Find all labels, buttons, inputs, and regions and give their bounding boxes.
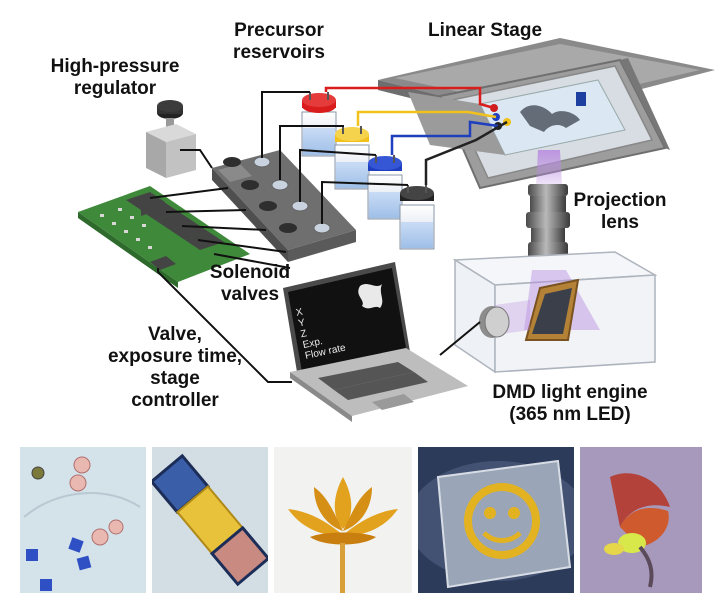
label-dmd-line2: (365 nm LED) <box>509 404 631 425</box>
label-controller: Valve, exposure time, stage controller <box>90 324 260 412</box>
wiring <box>149 91 481 383</box>
label-lens-line1: Projection <box>573 190 667 211</box>
dmd-light-engine <box>452 251 658 374</box>
label-valves-line1: Solenoid <box>209 262 291 283</box>
linear-stage <box>378 38 715 190</box>
label-controller-line3: stage <box>150 368 200 389</box>
laptop-computer <box>283 262 468 422</box>
photo-parrot-hologram <box>580 447 702 593</box>
label-regulator: High-pressure regulator <box>30 56 200 100</box>
label-solenoid-valves: Solenoid valves <box>190 262 310 306</box>
photo-stacked-cubes <box>152 447 268 593</box>
label-regulator-line2: regulator <box>73 78 157 99</box>
label-linear-stage: Linear Stage <box>427 20 543 41</box>
uv-beam-top <box>536 150 562 186</box>
reservoir-yellow <box>334 126 370 190</box>
label-projection-lens: Projection lens <box>560 190 680 234</box>
solenoid-valves <box>212 150 356 262</box>
label-regulator-line1: High-pressure <box>50 56 180 77</box>
high-pressure-regulator <box>146 100 196 178</box>
photo-micro-particles <box>20 447 146 593</box>
reservoir-blue <box>367 155 403 220</box>
apparatus-illustration <box>78 38 715 422</box>
label-reservoirs: Precursor reservoirs <box>214 20 344 64</box>
label-controller-line2: exposure time, <box>107 346 243 367</box>
label-reservoirs-line1: Precursor <box>234 20 324 41</box>
label-dmd: DMD light engine (365 nm LED) <box>470 382 670 426</box>
label-reservoirs-line2: reservoirs <box>233 42 325 63</box>
label-valves-line2: valves <box>220 284 280 305</box>
label-dmd-line1: DMD light engine <box>492 382 648 403</box>
photo-tiger-face-print <box>418 447 574 593</box>
reservoir-black <box>399 185 435 250</box>
label-controller-line4: controller <box>131 390 219 411</box>
stage-outlet-icon <box>576 92 586 106</box>
label-controller-line1: Valve, <box>148 324 202 345</box>
label-lens-line2: lens <box>600 212 640 233</box>
bird-silhouette-icon <box>358 284 383 309</box>
photo-lotus-flower <box>274 447 412 593</box>
reservoir-red <box>301 92 337 157</box>
tubing <box>324 86 508 185</box>
